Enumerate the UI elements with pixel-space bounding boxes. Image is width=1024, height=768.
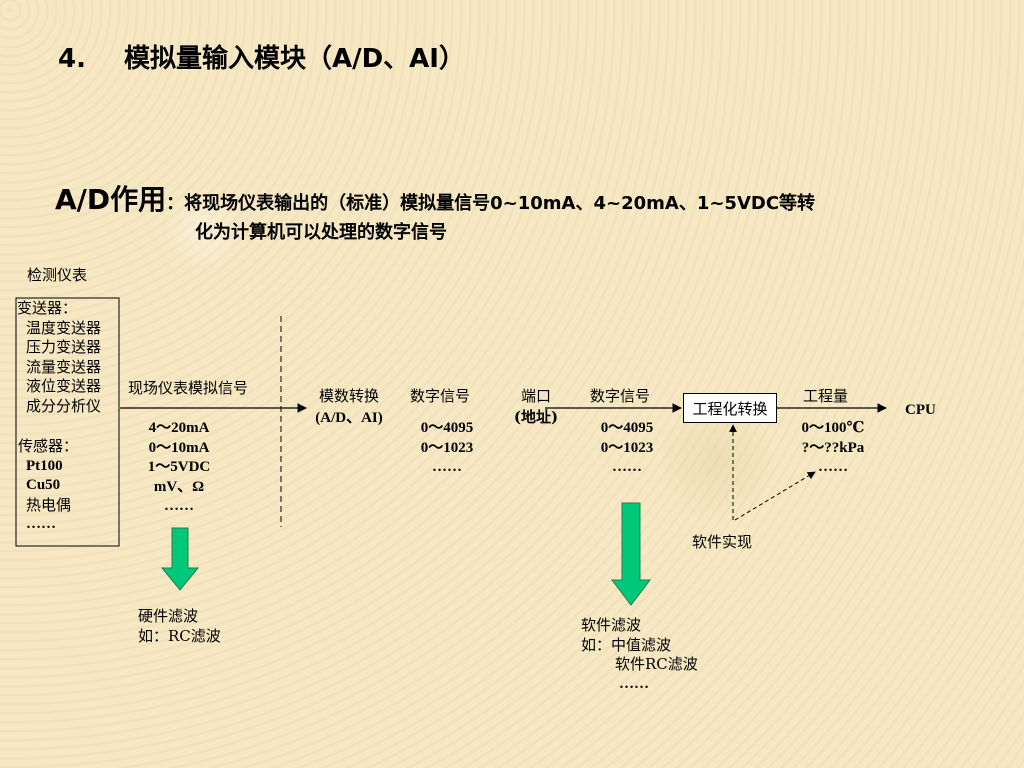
title-number: 4. xyxy=(58,44,86,74)
adc-sublabel: (A/D、AI) xyxy=(315,410,383,426)
eng-value: ?～??kPa xyxy=(801,439,865,456)
page-title: 4. 模拟量输入模块（A/D、AI） xyxy=(58,38,465,75)
field-signal-value: mV、Ω xyxy=(153,478,205,495)
engineering-conversion-box: 工程化转换 xyxy=(683,393,777,423)
port-sublabel: (地址) xyxy=(513,408,559,426)
field-signal-values: 4～20mA 0～10mA 1～5VDC mV、Ω …… xyxy=(138,419,220,517)
transmitter-item: 成分分析仪 xyxy=(26,396,102,415)
software-filter-note: 软件滤波 如：中值滤波 软件RC滤波 …… xyxy=(581,616,698,694)
transmitter-item: 液位变送器 xyxy=(26,377,102,395)
engineering-quantity-label: 工程量 xyxy=(803,387,849,405)
digital-value: 0～1023 xyxy=(600,439,654,456)
ad-line1: 将现场仪表输出的（标准）模拟量信号0~10mA、4~20mA、1~5VDC等转 xyxy=(184,193,816,214)
field-signal-label: 现场仪表模拟信号 xyxy=(128,379,249,397)
software-filter-example: 如：中值滤波 xyxy=(581,635,672,654)
ad-line2: 化为计算机可以处理的数字信号 xyxy=(195,222,447,243)
engineering-quantity-values: 0～100℃ ?～??kPa …… xyxy=(790,419,876,478)
digital-value: …… xyxy=(432,459,462,475)
software-filter-example-2: 软件RC滤波 xyxy=(615,655,698,673)
instrument-box xyxy=(15,297,120,547)
digital-value: 0～4095 xyxy=(600,420,654,436)
digital-value: 0～1023 xyxy=(420,439,474,456)
sensors-heading: 传感器： xyxy=(18,437,79,455)
adc-label: 模数转换 xyxy=(318,387,379,405)
digital-signal-label-1: 数字信号 xyxy=(410,387,471,405)
field-signal-value: 4～20mA xyxy=(148,420,210,436)
cpu-label: CPU xyxy=(905,402,936,418)
hardware-filter-title: 硬件滤波 xyxy=(138,607,199,625)
eng-value: 0～100℃ xyxy=(801,420,865,436)
ad-description: A/D作用：将现场仪表输出的（标准）模拟量信号0~10mA、4~20mA、1~5… xyxy=(55,178,815,218)
hardware-filter-note: 硬件滤波 如：RC滤波 xyxy=(138,607,221,646)
port-label: 端口 xyxy=(520,387,551,405)
sensor-item: …… xyxy=(26,516,56,532)
software-filter-title: 软件滤波 xyxy=(581,616,642,634)
digital-signal-values-2: 0～4095 0～1023 …… xyxy=(587,419,667,478)
title-text: 模拟量输入模块（A/D、AI） xyxy=(123,44,465,74)
digital-signal-label-2: 数字信号 xyxy=(590,387,651,405)
digital-signal-values-1: 0～4095 0～1023 …… xyxy=(407,419,487,478)
field-signal-value: 1～5VDC xyxy=(147,459,211,475)
hardware-filter-example: 如：RC滤波 xyxy=(138,626,221,645)
transmitter-item: 流量变送器 xyxy=(26,357,102,376)
transmitters-list: 变送器： 温度变送器 压力变送器 流量变送器 液位变送器 成分分析仪 xyxy=(17,299,101,416)
transmitter-item: 温度变送器 xyxy=(26,318,102,337)
digital-value: 0～4095 xyxy=(420,420,474,436)
adc-block: 模数转换 (A/D、AI) xyxy=(308,385,390,427)
transmitters-heading: 变送器： xyxy=(17,299,78,317)
ad-heading: A/D作用 xyxy=(55,183,167,216)
transmitter-item: 压力变送器 xyxy=(26,338,102,356)
sensor-item: Cu50 xyxy=(26,477,61,493)
hardware-filter-arrow xyxy=(160,527,200,591)
ad-colon: ： xyxy=(166,193,185,214)
software-filter-arrow xyxy=(610,502,652,606)
field-signal-value: 0～10mA xyxy=(148,439,210,456)
sensor-item: Pt100 xyxy=(26,457,63,474)
port-block: 端口 (地址) xyxy=(505,385,567,427)
field-signal-value: …… xyxy=(164,498,194,514)
digital-value: …… xyxy=(612,459,642,475)
sensor-item: 热电偶 xyxy=(26,495,72,514)
software-arrow-quantity xyxy=(734,471,816,521)
software-filter-more: …… xyxy=(619,675,649,692)
instruments-label: 检测仪表 xyxy=(27,266,88,284)
software-implementation-label: 软件实现 xyxy=(692,533,753,551)
eng-value: …… xyxy=(818,459,848,475)
sensors-list: 传感器： Pt100 Cu50 热电偶 …… xyxy=(18,437,78,535)
